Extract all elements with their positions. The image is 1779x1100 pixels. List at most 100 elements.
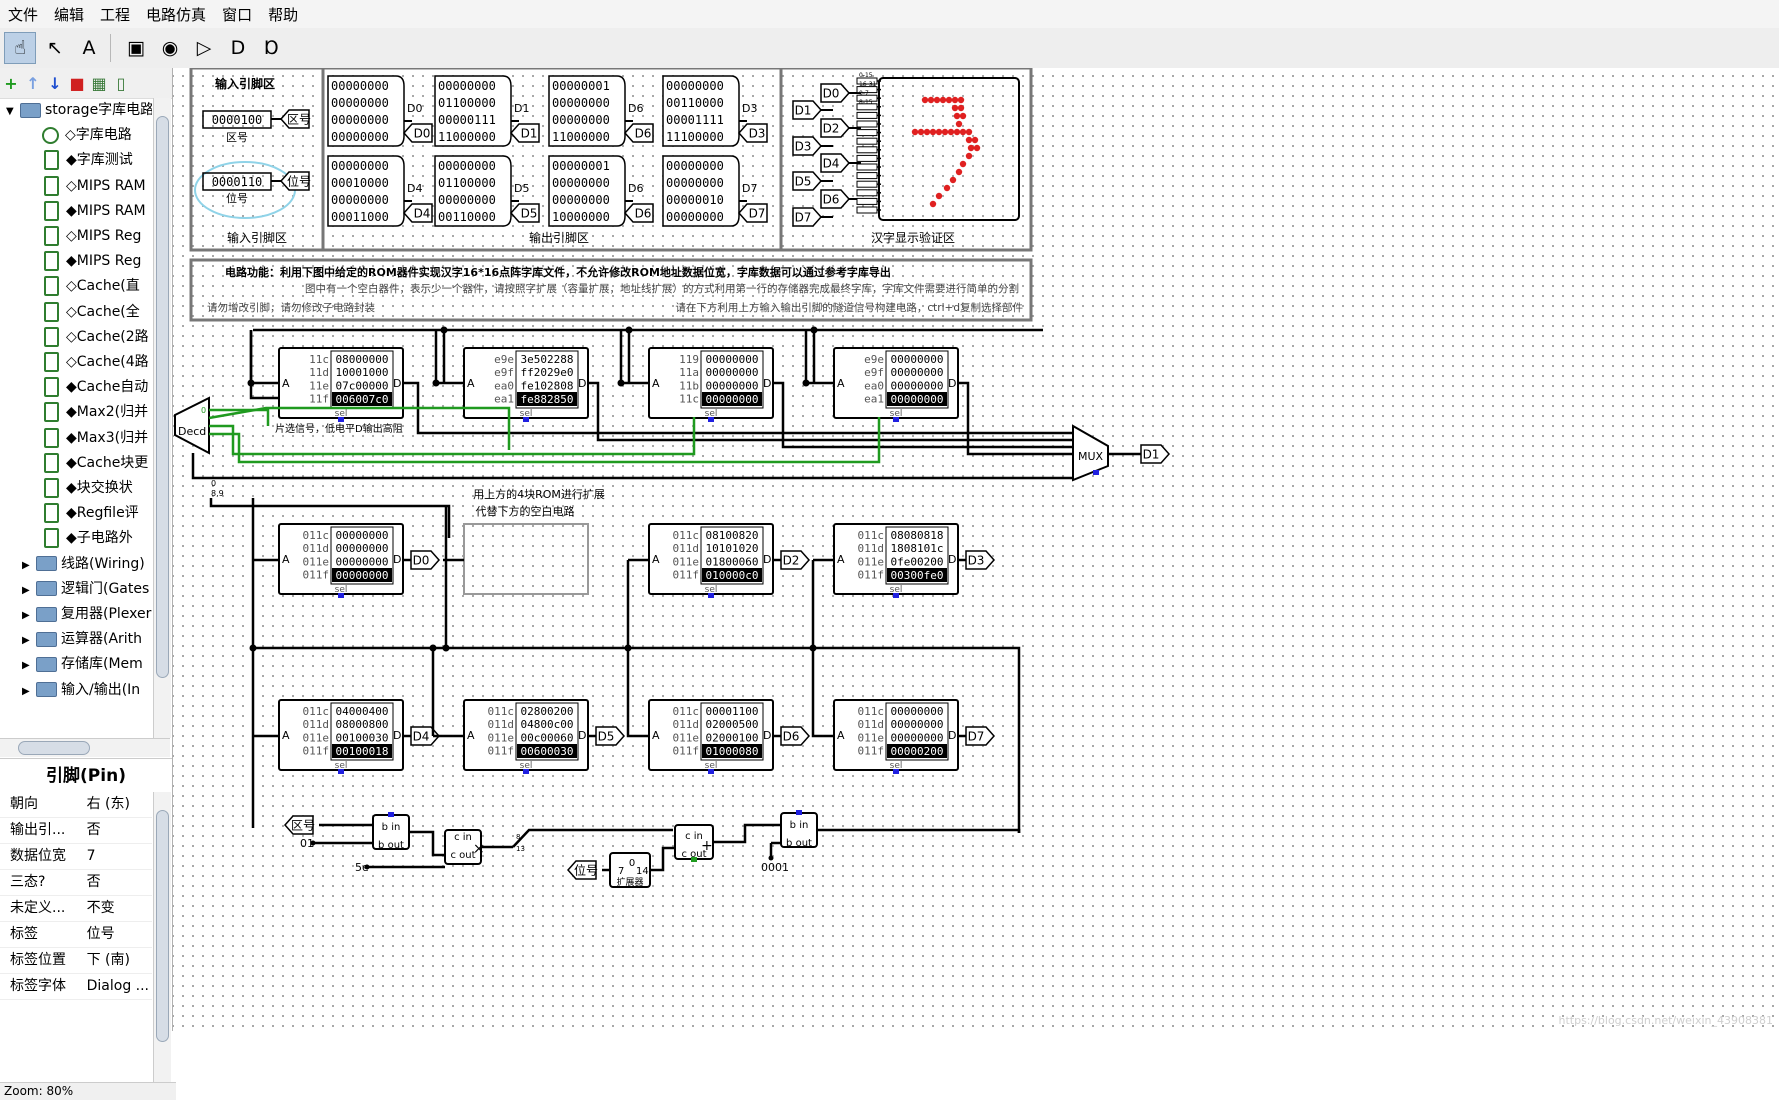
tunnel[interactable] xyxy=(595,726,626,746)
or-gate-icon[interactable]: Ɒ xyxy=(264,37,280,59)
property-value[interactable]: 否 xyxy=(86,822,101,838)
property-value[interactable]: 右 (东) xyxy=(86,796,130,812)
tree-item[interactable]: ◆Max2(归并 xyxy=(44,400,148,424)
property-value[interactable]: Dialog ... xyxy=(86,978,150,994)
hand-poke-icon[interactable]: ☝ xyxy=(4,32,36,64)
menu-item-0[interactable]: 文件 xyxy=(8,5,39,24)
tunnel[interactable] xyxy=(1140,444,1171,464)
tunnel[interactable] xyxy=(965,726,996,746)
tree-item[interactable]: ◇Cache(直 xyxy=(44,274,140,298)
property-row[interactable]: 标签位号 xyxy=(0,922,152,948)
expand-triangle-icon[interactable]: ▶ xyxy=(22,660,30,672)
project-tree[interactable]: ▼storage字库电路◇字库电路◆字库测试◇MIPS RAM◆MIPS RAM… xyxy=(0,98,152,738)
expand-triangle-icon[interactable]: ▶ xyxy=(22,610,30,621)
tunnel[interactable] xyxy=(792,207,823,227)
tunnel[interactable] xyxy=(792,136,823,156)
tree-horizontal-scrollbar[interactable] xyxy=(0,738,170,757)
zoom-indicator[interactable]: Zoom: 80% xyxy=(0,1082,176,1100)
tree-item[interactable]: ▶线路(Wiring) xyxy=(22,552,145,576)
not-gate-icon[interactable]: ▷ xyxy=(196,37,212,59)
tree-item[interactable]: ◇Cache(2路 xyxy=(44,325,149,349)
property-value[interactable]: 否 xyxy=(86,874,101,890)
tunnel[interactable] xyxy=(283,815,314,835)
property-row[interactable]: 三态?否 xyxy=(0,870,152,896)
pin-output-icon[interactable]: ◉ xyxy=(161,37,179,59)
property-row[interactable]: 未定义...不变 xyxy=(0,896,152,922)
tunnel[interactable] xyxy=(623,203,654,223)
output-pin[interactable] xyxy=(434,155,512,227)
tunnel[interactable] xyxy=(820,118,851,138)
menu-item-4[interactable]: 窗口 xyxy=(222,5,253,24)
tree-item[interactable]: ◇字库电路 xyxy=(42,123,132,147)
menu-item-1[interactable]: 编辑 xyxy=(54,5,85,24)
expand-triangle-icon[interactable]: ▶ xyxy=(22,559,30,571)
menu-item-5[interactable]: 帮助 xyxy=(268,5,299,24)
move-up-icon[interactable]: ↑ xyxy=(26,73,40,93)
tunnel[interactable] xyxy=(566,860,597,880)
tunnel[interactable] xyxy=(780,550,811,570)
property-row[interactable]: 朝向右 (东) xyxy=(0,792,152,818)
move-down-icon[interactable]: ↓ xyxy=(48,73,62,93)
tunnel[interactable] xyxy=(792,100,823,120)
tree-item[interactable]: ▶逻辑门(Gates xyxy=(22,577,149,601)
tunnel[interactable] xyxy=(509,123,540,143)
tree-item[interactable]: ▶存储库(Mem xyxy=(22,652,143,676)
tree-item[interactable]: ◇Cache(4路 xyxy=(44,350,149,374)
expand-triangle-icon[interactable]: ▶ xyxy=(22,685,30,697)
tunnel[interactable] xyxy=(820,153,851,173)
add-circuit-icon[interactable]: + xyxy=(4,73,18,93)
scroll-thumb[interactable] xyxy=(156,810,169,1042)
delete-icon[interactable]: ■ xyxy=(69,73,85,93)
tunnel[interactable] xyxy=(820,83,851,103)
tunnel[interactable] xyxy=(737,123,768,143)
output-pin[interactable] xyxy=(327,155,405,227)
tunnel[interactable] xyxy=(737,203,768,223)
tree-item[interactable]: ◆MIPS Reg xyxy=(44,249,141,273)
tunnel[interactable] xyxy=(820,189,851,209)
layout-icon[interactable]: ▦ xyxy=(91,73,107,93)
tunnel[interactable] xyxy=(792,171,823,191)
tree-item[interactable]: ◇Cache(全 xyxy=(44,300,140,324)
led-matrix[interactable] xyxy=(878,77,1020,221)
properties-scrollbar[interactable] xyxy=(153,792,171,1082)
tree-item[interactable]: ◆Cache块更 xyxy=(44,451,148,475)
collapse-triangle-icon[interactable]: ▼ xyxy=(6,106,14,117)
output-pin[interactable] xyxy=(548,155,626,227)
tree-item[interactable]: ◆Max3(归并 xyxy=(44,426,148,450)
tree-item[interactable]: ▼storage字库电路 xyxy=(6,98,152,122)
tree-item[interactable]: ◇MIPS Reg xyxy=(44,224,141,248)
property-value[interactable]: 位号 xyxy=(86,926,115,942)
tunnel[interactable] xyxy=(279,171,310,191)
tunnel[interactable] xyxy=(965,550,996,570)
appearance-icon[interactable]: ▯ xyxy=(116,73,126,93)
tunnel[interactable] xyxy=(780,726,811,746)
multiplexer[interactable] xyxy=(1072,424,1109,482)
tree-item[interactable]: ◆字库测试 xyxy=(44,148,133,172)
output-pin[interactable] xyxy=(662,155,740,227)
tree-item[interactable]: ◇MIPS RAM xyxy=(44,174,146,198)
tree-item[interactable]: ◆块交换状 xyxy=(44,476,133,500)
tunnel[interactable] xyxy=(402,203,433,223)
tree-item[interactable]: ◆子电路外 xyxy=(44,526,133,550)
scroll-thumb[interactable] xyxy=(156,116,169,678)
output-pin[interactable] xyxy=(548,75,626,147)
tree-item[interactable]: ◆MIPS RAM xyxy=(44,199,146,223)
expand-triangle-icon[interactable]: ▶ xyxy=(22,635,30,647)
tree-item[interactable]: ◆Regfile评 xyxy=(44,501,139,525)
pin-input-icon[interactable]: ▣ xyxy=(127,37,145,59)
property-row[interactable]: 输出引...否 xyxy=(0,818,152,844)
tree-vertical-scrollbar[interactable] xyxy=(153,98,171,738)
tunnel[interactable] xyxy=(410,550,441,570)
menu-item-3[interactable]: 电路仿真 xyxy=(146,5,207,24)
tree-item[interactable]: ◆Cache自动 xyxy=(44,375,148,399)
arrow-select-icon[interactable]: ↖ xyxy=(47,37,63,59)
expand-triangle-icon[interactable]: ▶ xyxy=(22,584,30,596)
property-row[interactable]: 标签位置下 (南) xyxy=(0,948,152,974)
and-gate-icon[interactable]: D xyxy=(230,37,246,59)
scroll-thumb[interactable] xyxy=(18,741,90,755)
tree-item[interactable]: ▶运算器(Arith xyxy=(22,627,142,651)
